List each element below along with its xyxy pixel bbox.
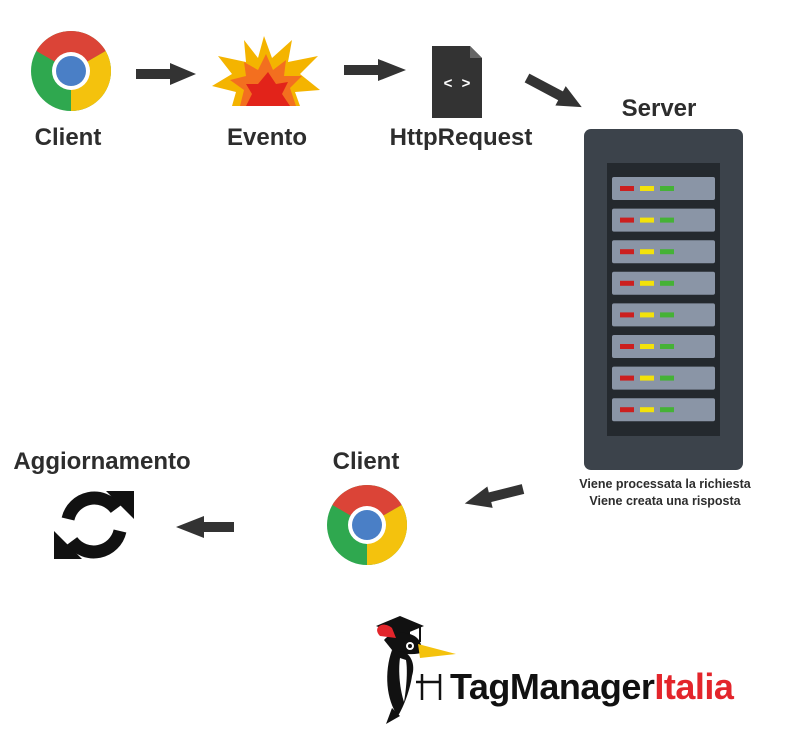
refresh-icon — [54, 491, 134, 559]
status-led — [660, 249, 674, 255]
chrome-icon — [327, 485, 407, 565]
status-led — [640, 312, 654, 318]
status-led — [640, 249, 654, 255]
arrow-left — [176, 516, 234, 538]
code-glyph: < > — [443, 76, 470, 93]
client-label: Client — [34, 124, 102, 151]
status-led — [640, 375, 654, 381]
server-slot — [612, 208, 715, 232]
status-led — [620, 344, 634, 349]
status-led — [640, 186, 654, 191]
status-led — [660, 375, 674, 381]
status-led — [660, 217, 674, 223]
status-led — [620, 375, 634, 381]
server-slot — [612, 398, 715, 422]
status-led — [660, 407, 674, 413]
server-slot — [612, 177, 715, 200]
server-slot — [612, 335, 715, 358]
status-led — [660, 186, 674, 191]
status-led — [640, 344, 654, 349]
server-slot — [612, 303, 715, 327]
server-rack-icon — [584, 129, 743, 470]
arrow-right — [344, 59, 406, 81]
status-led — [640, 217, 654, 223]
refresh-label: Aggiornamento — [13, 448, 191, 475]
server-note-response: Viene creata una risposta — [589, 494, 741, 508]
server-slot — [612, 240, 715, 264]
server-slot — [612, 366, 715, 390]
brand-part-tagmanager: TagManager — [450, 666, 655, 707]
status-led — [660, 344, 674, 349]
status-led — [620, 186, 634, 191]
explosion-icon — [212, 36, 320, 106]
status-led — [620, 249, 634, 255]
brand-part-italia: Italia — [654, 666, 734, 707]
arrow-diagonal — [464, 484, 525, 508]
status-led — [660, 312, 674, 318]
status-led — [620, 217, 634, 223]
client-label: Client — [332, 448, 400, 475]
server-note-processing: Viene processata la richiesta — [579, 477, 751, 491]
status-led — [640, 407, 654, 413]
arrow-diagonal — [524, 73, 582, 108]
brand-logo-text: TagManagerItalia — [450, 666, 734, 708]
arrow-right — [136, 63, 196, 85]
server-label: Server — [621, 95, 697, 122]
status-led — [660, 280, 674, 286]
status-led — [620, 312, 634, 318]
event-label: Evento — [226, 124, 307, 151]
http-request-label: HttpRequest — [389, 124, 533, 151]
chrome-icon — [31, 31, 111, 111]
woodpecker-logo-icon — [376, 616, 456, 724]
status-led — [620, 407, 634, 413]
code-file-icon: < > — [432, 46, 482, 118]
status-led — [620, 280, 634, 286]
status-led — [640, 280, 654, 286]
server-slot — [612, 271, 715, 295]
